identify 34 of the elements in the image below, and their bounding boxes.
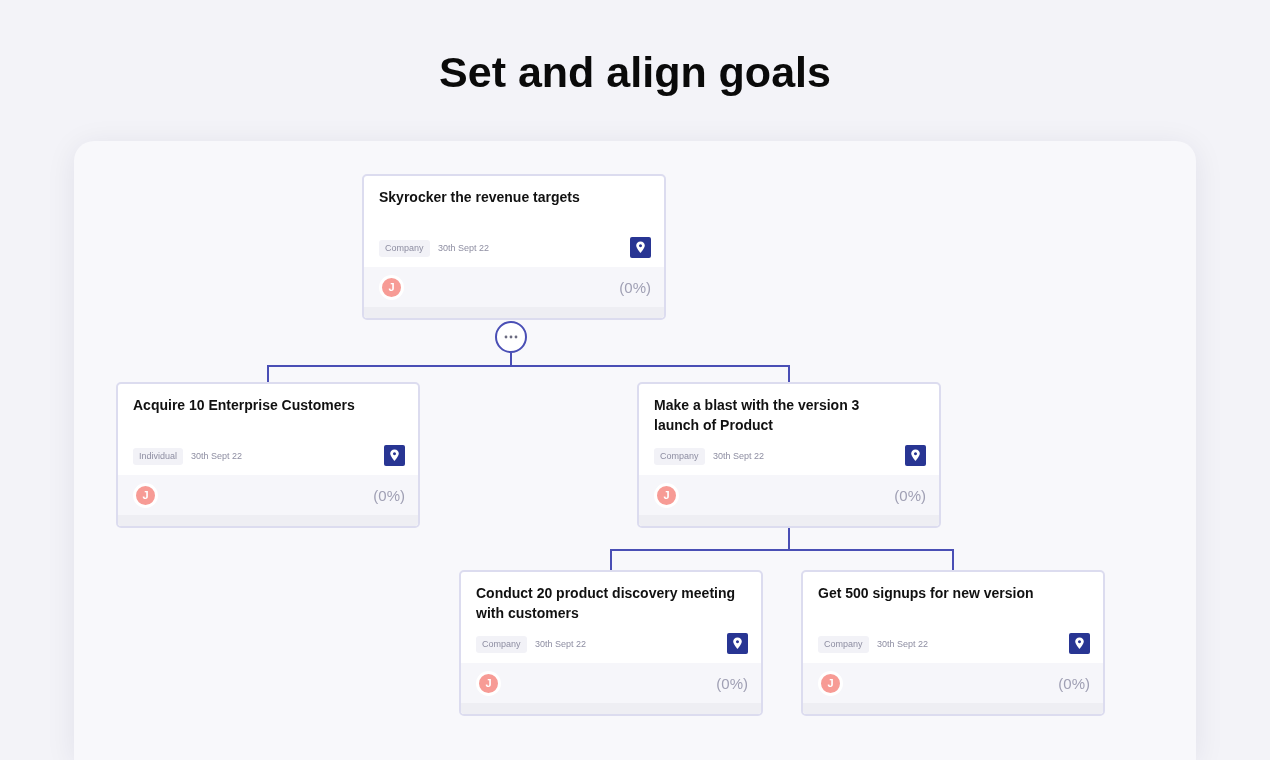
goal-title: Get 500 signups for new version: [818, 584, 1035, 603]
category-tag: Individual: [133, 448, 184, 465]
connector-line: [510, 352, 790, 383]
goal-title: Conduct 20 product discovery meeting with customers: [476, 584, 737, 623]
progress-percent: (0%): [1058, 674, 1090, 694]
avatar-initial: J: [133, 483, 158, 508]
avatar-initial: J: [476, 671, 501, 696]
avatar-initial: J: [654, 483, 679, 508]
connector-line: [788, 527, 954, 571]
goal-title: Make a blast with the version 3 launch of Product: [654, 396, 861, 435]
progress-percent: (0%): [894, 486, 926, 506]
goal-card: [801, 570, 1105, 716]
due-date: 30th Sept 22: [535, 638, 587, 651]
progress-percent: (0%): [619, 278, 651, 298]
due-date: 30th Sept 22: [877, 638, 929, 651]
category-tag: Company: [654, 448, 705, 465]
goal-title: Acquire 10 Enterprise Customers: [133, 396, 356, 415]
page-title: Set and align goals: [439, 47, 831, 97]
category-tag: Company: [476, 636, 527, 653]
due-date: 30th Sept 22: [713, 450, 765, 463]
avatar-initial: J: [818, 671, 843, 696]
goal-card: [459, 570, 763, 716]
goal-title: Skyrocker the revenue targets: [379, 188, 581, 207]
progress-percent: (0%): [716, 674, 748, 694]
progress-percent: (0%): [373, 486, 405, 506]
due-date: 30th Sept 22: [191, 450, 243, 463]
category-tag: Company: [379, 240, 430, 257]
goal-card: [116, 382, 420, 528]
goal-card: [362, 174, 666, 320]
ellipsis-icon: [495, 321, 527, 353]
goal-card: [637, 382, 941, 528]
due-date: 30th Sept 22: [438, 242, 490, 255]
avatar-initial: J: [379, 275, 404, 300]
category-tag: Company: [818, 636, 869, 653]
